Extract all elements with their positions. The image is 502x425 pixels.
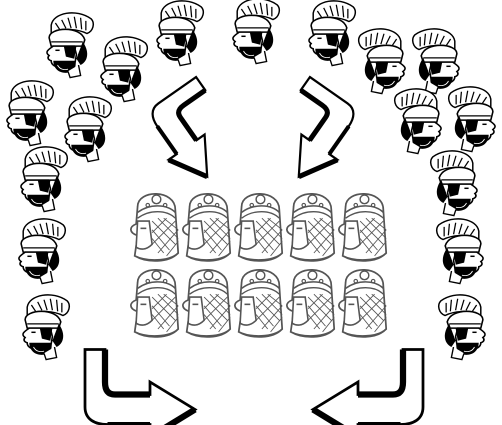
warrior-head-icon	[437, 219, 483, 284]
warrior-head-icon	[21, 147, 67, 212]
bent-arrow-icon	[85, 350, 195, 425]
bent-arrow-icon	[259, 77, 367, 189]
warrior-head-icon	[449, 87, 495, 152]
knight-head-icon	[183, 194, 230, 261]
warrior-head-icon	[309, 1, 355, 66]
knight-head-icon	[131, 270, 178, 337]
warrior-head-icon	[431, 151, 477, 216]
warrior-head-icon	[23, 295, 69, 360]
knight-head-icon	[339, 270, 386, 337]
knight-head-icon	[131, 194, 178, 261]
warrior-head-icon	[101, 37, 147, 102]
warrior-head-icon	[65, 97, 111, 162]
warrior-head-icon	[233, 0, 279, 64]
knight-head-icon	[339, 194, 386, 261]
knight-head-icon	[235, 270, 282, 337]
bent-arrow-icon	[139, 77, 247, 189]
warrior-head-icon	[359, 29, 405, 94]
warrior-head-icon	[157, 1, 203, 66]
warrior-head-icon	[395, 89, 441, 154]
inner-knight-formation	[131, 194, 386, 337]
knight-head-icon	[235, 194, 282, 261]
warrior-head-icon	[7, 81, 53, 146]
knight-head-icon	[183, 270, 230, 337]
warrior-head-icon	[19, 219, 65, 284]
bent-arrow-icon	[313, 350, 423, 425]
knight-head-icon	[287, 194, 334, 261]
warrior-head-icon	[439, 295, 485, 360]
warrior-head-icon	[413, 29, 459, 94]
warrior-head-icon	[47, 13, 93, 78]
knight-head-icon	[287, 270, 334, 337]
